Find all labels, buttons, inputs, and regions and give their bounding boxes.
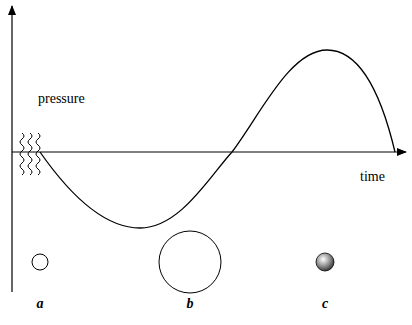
- collapsed-bubble: [316, 253, 334, 271]
- bubble-letter: c: [322, 297, 328, 311]
- small-bubble: [32, 254, 48, 270]
- sound-source: [20, 133, 40, 175]
- pressure-curve: [40, 50, 395, 228]
- axis-label: time: [360, 170, 385, 184]
- axis-label: pressure: [38, 92, 85, 106]
- bubble-letter: a: [37, 297, 44, 311]
- time-axis: [12, 151, 406, 152]
- large-bubble: [159, 231, 221, 293]
- bubble-letter: b: [187, 297, 194, 311]
- pressure-axis: [11, 6, 12, 292]
